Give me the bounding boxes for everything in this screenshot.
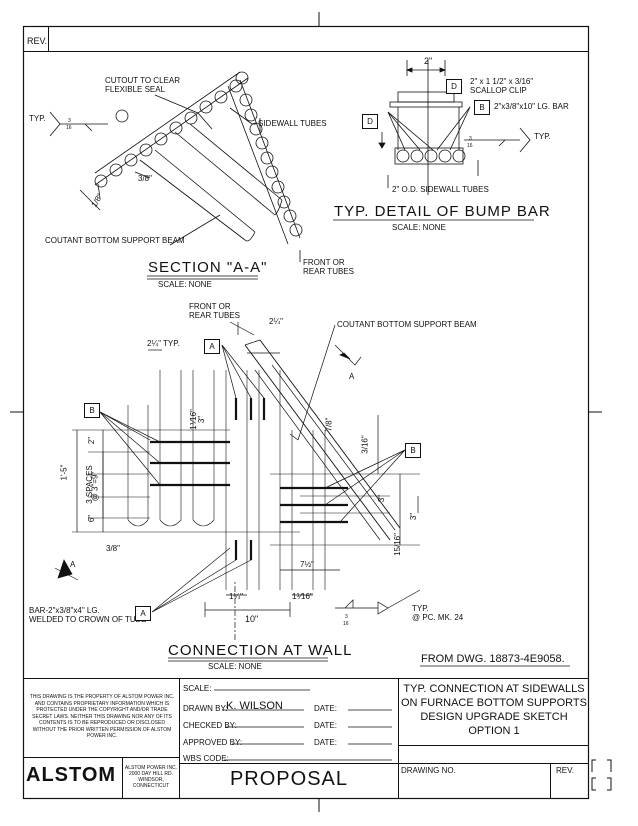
bump-marker-d-left: D xyxy=(362,114,378,129)
cutout-note-line1: CUTOUT TO CLEAR xyxy=(105,76,180,85)
conn-dim-typ: 2¼" TYP. xyxy=(147,339,180,348)
tb-address-3: WINDSOR, xyxy=(138,777,164,783)
conn-marker-a-bottom: A xyxy=(135,606,151,621)
tb-wbs-label: WBS CODE: xyxy=(183,754,229,763)
weld-den: 16 xyxy=(66,125,72,131)
bump-title: TYP. DETAIL OF BUMP BAR xyxy=(334,203,551,220)
section-title: SECTION "A-A" xyxy=(148,259,268,276)
bump-bar-geometry xyxy=(333,60,534,221)
conn-dim-3-8: 3/8" xyxy=(106,544,120,553)
conn-spaces-2: @ 3"=9" xyxy=(90,471,100,502)
conn-front-rear-1: FRONT OR xyxy=(189,302,231,311)
tb-approved-by-label: APPROVED BY: xyxy=(183,738,243,747)
conn-marker-a-top: A xyxy=(204,339,220,354)
bump-typ: TYP. xyxy=(534,132,551,141)
tb-date-2: DATE: xyxy=(314,721,337,730)
rev-label: REV. xyxy=(27,36,48,46)
sidewall-tubes-label: SIDEWALL TUBES xyxy=(258,119,327,128)
tb-drawing-no: DRAWING NO. xyxy=(401,766,456,775)
conn-weld-den: 16 xyxy=(343,621,349,627)
conn-typ-1: TYP. xyxy=(412,604,429,613)
conn-coutant-beam: COUTANT BOTTOM SUPPORT BEAM xyxy=(337,320,477,329)
tb-address-1: ALSTOM POWER INC. xyxy=(124,765,178,771)
conn-dim-2: 2" xyxy=(87,436,97,445)
conn-bar-note-2: WELDED TO CROWN OF TUBE xyxy=(29,615,147,624)
bump-scale: SCALE: NONE xyxy=(392,223,446,232)
section-scale: SCALE: NONE xyxy=(158,280,212,289)
conn-dim-1-1-16: 1⅟16" xyxy=(292,592,313,601)
conn-weld-num: 3 xyxy=(345,614,348,620)
connection-geometry xyxy=(54,321,570,667)
tb-date-3: DATE: xyxy=(314,738,337,747)
alstom-logo: ALSTOM xyxy=(26,764,117,786)
bump-marker-d-top: D xyxy=(446,79,462,94)
tb-drawn-by-label: DRAWN BY: xyxy=(183,704,228,713)
conn-section-arrow-a-top: A xyxy=(349,372,355,381)
dim-3-8: 3/8" xyxy=(138,174,152,183)
typ-label: TYP. xyxy=(29,114,46,123)
tb-proposal: PROPOSAL xyxy=(229,768,349,790)
conn-dim-1-1-4: 1¼" xyxy=(229,592,243,601)
conn-dim-1-5: 1'-5" xyxy=(59,464,69,481)
tb-date-1: DATE: xyxy=(314,704,337,713)
tb-address-2: 2000 DAY HILL RD. xyxy=(128,771,174,777)
od-tubes-label: 2" O.D. SIDEWALL TUBES xyxy=(392,185,489,194)
tb-title-line3: DESIGN UPGRADE SKETCH xyxy=(420,711,568,723)
conn-dim-3-far: 3" xyxy=(409,512,419,521)
conn-marker-b-left: B xyxy=(84,403,100,418)
coutant-beam-label: COUTANT BOTTOM SUPPORT BEAM xyxy=(45,236,185,245)
conn-dim-2-1-4: 2¼" xyxy=(269,317,283,326)
conn-dim-3-16: 3/16" xyxy=(360,435,370,454)
cutout-note-line2: FLEXIBLE SEAL xyxy=(105,85,166,94)
tb-title-line2: ON FURNACE BOTTOM SUPPORTS xyxy=(400,697,587,709)
conn-dim-7-1-2: 7½" xyxy=(300,560,314,569)
weld-num: 3 xyxy=(68,118,71,124)
tb-title-line1: TYP. CONNECTION AT SIDEWALLS xyxy=(403,683,585,695)
tb-rev: REV. xyxy=(556,766,574,775)
conn-dim-6: 6" xyxy=(87,514,97,523)
conn-dim-4: 3" xyxy=(197,415,207,424)
bar-note: 2"x3/8"x10" LG. BAR xyxy=(494,102,569,111)
conn-typ-2: @ PC. MK. 24 xyxy=(412,613,464,622)
conn-dim-15-16: 15/16" xyxy=(392,533,402,556)
tb-scale-label: SCALE: xyxy=(183,684,212,693)
conn-dim-3-right: 3" xyxy=(377,494,387,503)
conn-bar-note-1: BAR-2"x3/8"x4" LG. xyxy=(29,606,100,615)
front-rear-line2: REAR TUBES xyxy=(303,267,354,276)
section-aa-geometry xyxy=(49,71,303,280)
tb-address-4: CONNECTICUT xyxy=(132,783,170,789)
tb-checked-by-label: CHECKED BY: xyxy=(183,721,237,730)
tb-drawn-by-value: K. WILSON xyxy=(226,700,283,712)
conn-dim-7-8: 7/8" xyxy=(324,417,334,432)
conn-scale: SCALE: NONE xyxy=(208,662,262,671)
bump-weld-num: 3 xyxy=(469,136,472,142)
conn-section-arrow-a-bottom: A xyxy=(70,560,76,569)
conn-title: CONNECTION AT WALL xyxy=(168,642,353,659)
conn-marker-b-right: B xyxy=(405,443,421,458)
front-rear-line1: FRONT OR xyxy=(303,258,345,267)
bump-dim-2: 2" xyxy=(424,56,433,66)
bump-marker-b: B xyxy=(474,100,490,115)
clip-note-line2: SCALLOP CLIP xyxy=(470,86,527,95)
conn-dim-10: 10" xyxy=(245,614,259,624)
conn-front-rear-2: REAR TUBES xyxy=(189,311,240,320)
clip-note-line1: 2" x 1 1/2" x 3/16" xyxy=(470,77,534,86)
from-dwg: FROM DWG. 18873-4E9058. xyxy=(421,653,565,665)
tb-title-line4: OPTION 1 xyxy=(468,725,520,737)
property-note: THIS DRAWING IS THE PROPERTY OF ALSTOM P… xyxy=(29,694,175,739)
bump-weld-den: 16 xyxy=(467,143,473,149)
